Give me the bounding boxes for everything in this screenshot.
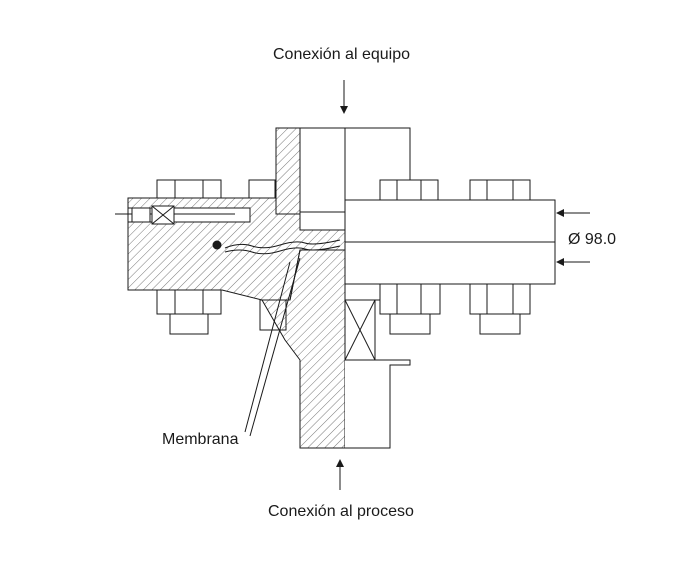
nut-upper-4 [469, 179, 531, 201]
equipment-neck [275, 127, 411, 215]
nut-lower-3 [379, 283, 441, 335]
process-connection-label: Conexión al proceso [268, 503, 414, 520]
flange-plate [344, 199, 556, 285]
nut-upper-2 [248, 179, 276, 199]
nut-upper-3 [379, 179, 439, 201]
nut-lower-1 [156, 289, 222, 335]
membrane-leader-1 [244, 261, 291, 433]
nut-upper-1 [156, 179, 222, 199]
membrane-label: Membrana [162, 431, 239, 448]
process-connection [261, 249, 411, 449]
upper-flange [115, 197, 346, 301]
nut-lower-4 [469, 283, 531, 335]
diameter-label: Ø 98.0 [568, 231, 617, 248]
equipment-connection-label: Conexión al equipo [273, 46, 410, 63]
membrane-leader-2 [249, 257, 301, 437]
